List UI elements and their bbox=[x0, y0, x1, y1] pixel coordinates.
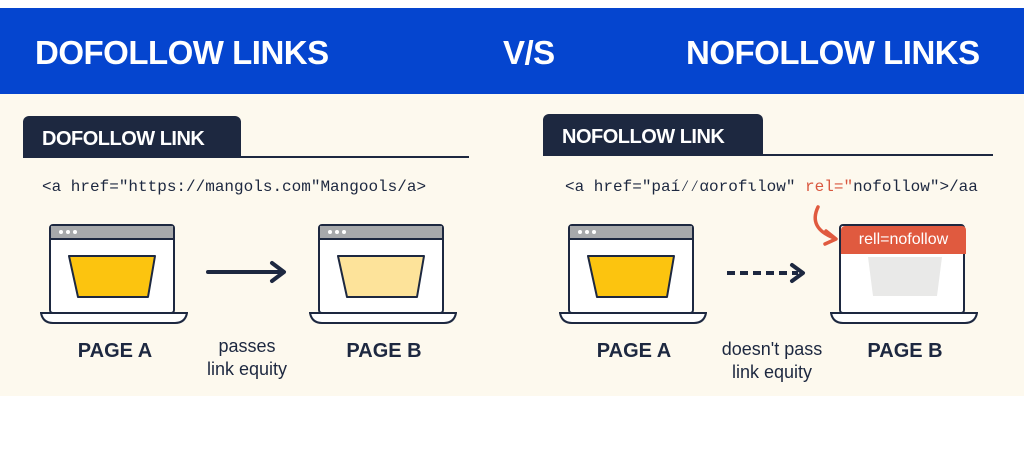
dofollow-tab: DOFOLLOW LINK bbox=[23, 116, 241, 158]
laptop-icon-page-a bbox=[40, 224, 188, 324]
code-suffix: nofollow">/aa bbox=[853, 178, 978, 196]
code-prefix: <a href="paí⁄⁄αorofιlow" bbox=[565, 178, 806, 196]
caption-line: link equity bbox=[731, 362, 813, 382]
nofollow-badge: rell=nofollow bbox=[841, 226, 966, 254]
dofollow-page-a-label: PAGE A bbox=[77, 340, 153, 362]
curved-arrow-icon bbox=[813, 205, 838, 246]
laptop-icon-page-b bbox=[309, 224, 457, 324]
dofollow-page-b-label: PAGE B bbox=[346, 340, 422, 362]
nofollow-divider bbox=[543, 154, 993, 156]
solid-arrow-icon bbox=[206, 261, 286, 283]
caption-line: doesn't pass bbox=[721, 339, 823, 359]
laptop-icon-page-a bbox=[559, 224, 707, 324]
nofollow-tab: NOFOLLOW LINK bbox=[543, 114, 763, 156]
dofollow-divider bbox=[23, 156, 469, 158]
dofollow-code: <a href="https://mangols.com"Mangools/a> bbox=[42, 178, 427, 196]
nofollow-page-b-label: PAGE B bbox=[867, 340, 943, 362]
vs-label: V/S bbox=[503, 34, 555, 71]
dofollow-title: DOFOLLOW LINKS bbox=[35, 34, 329, 71]
dofollow-caption: passes link equity bbox=[177, 335, 317, 381]
dashed-arrow-icon bbox=[727, 263, 805, 283]
nofollow-title: NOFOLLOW LINKS bbox=[686, 34, 980, 71]
nofollow-code: <a href="paí⁄⁄αorofιlow" rel="nofollow">… bbox=[565, 178, 978, 196]
caption-line: link equity bbox=[206, 359, 288, 379]
nofollow-caption: doesn't pass link equity bbox=[702, 338, 842, 384]
code-rel: rel=" bbox=[805, 178, 854, 196]
caption-line: passes bbox=[218, 336, 276, 356]
header-banner: DOFOLLOW LINKS V/S NOFOLLOW LINKS bbox=[0, 8, 1024, 94]
nofollow-page-a-label: PAGE A bbox=[596, 340, 672, 362]
